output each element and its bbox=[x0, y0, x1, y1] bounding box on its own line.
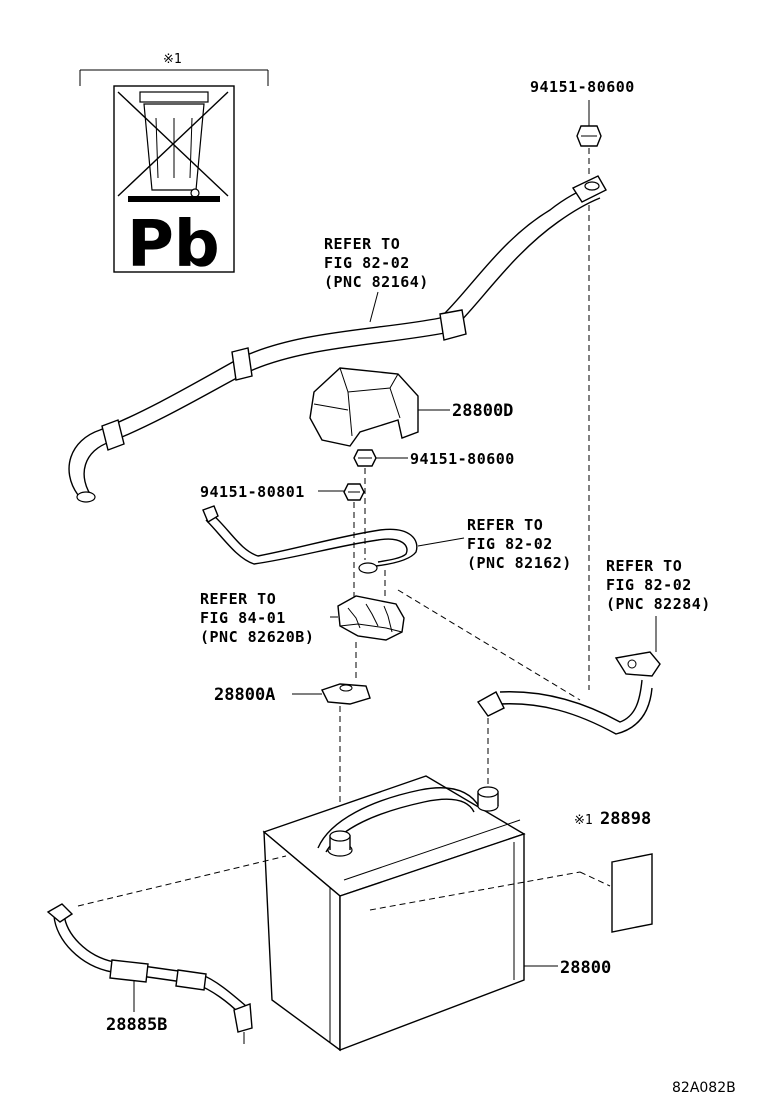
pb-text: Pb bbox=[127, 208, 220, 282]
refer-ground-line2: FIG 82-02 bbox=[467, 535, 553, 553]
battery-label-sticker bbox=[611, 853, 653, 933]
vent-hose bbox=[46, 903, 253, 1044]
label-vent-hose: 28885B bbox=[106, 1015, 167, 1035]
label-bolt: 94151-80801 bbox=[200, 483, 305, 501]
recycle-pb-symbol: ※1 Pb bbox=[79, 52, 269, 282]
battery bbox=[262, 775, 526, 1052]
refer-right-line3: (PNC 82284) bbox=[606, 595, 711, 613]
refer-ground-line1: REFER TO bbox=[467, 516, 543, 534]
terminal-clamp bbox=[321, 683, 371, 705]
label-sticker-marker: ※1 bbox=[574, 813, 593, 828]
positive-terminal bbox=[327, 830, 353, 857]
fuse-block bbox=[337, 595, 405, 641]
symbol-marker: ※1 bbox=[163, 52, 182, 67]
refer-right-line1: REFER TO bbox=[606, 557, 682, 575]
refer-right-line2: FIG 82-02 bbox=[606, 576, 692, 594]
nut-mid-icon bbox=[353, 449, 377, 467]
main-cable bbox=[68, 175, 607, 503]
label-nut-mid: 94151-80600 bbox=[410, 450, 515, 468]
refer-block-line3: (PNC 82620B) bbox=[200, 628, 314, 646]
refer-ground-line3: (PNC 82162) bbox=[467, 554, 572, 572]
refer-block-line2: FIG 84-01 bbox=[200, 609, 286, 627]
label-sticker: 28898 bbox=[600, 809, 651, 829]
terminal-cover bbox=[309, 367, 419, 447]
refer-main-line2: FIG 82-02 bbox=[324, 254, 410, 272]
negative-cable bbox=[476, 651, 661, 735]
label-cover: 28800D bbox=[452, 401, 513, 421]
crossed-bin-icon bbox=[117, 91, 229, 202]
ground-cable bbox=[202, 505, 418, 574]
nut-top-icon bbox=[576, 125, 602, 147]
label-clamp: 28800A bbox=[214, 685, 275, 705]
bolt-icon bbox=[343, 483, 365, 501]
refer-block-line1: REFER TO bbox=[200, 590, 276, 608]
label-nut-top: 94151-80600 bbox=[530, 78, 635, 96]
label-battery: 28800 bbox=[560, 958, 611, 978]
figure-code: 82A082B bbox=[672, 1080, 736, 1096]
refer-main-line1: REFER TO bbox=[324, 235, 400, 253]
refer-main-line3: (PNC 82164) bbox=[324, 273, 429, 291]
negative-terminal bbox=[477, 786, 499, 812]
